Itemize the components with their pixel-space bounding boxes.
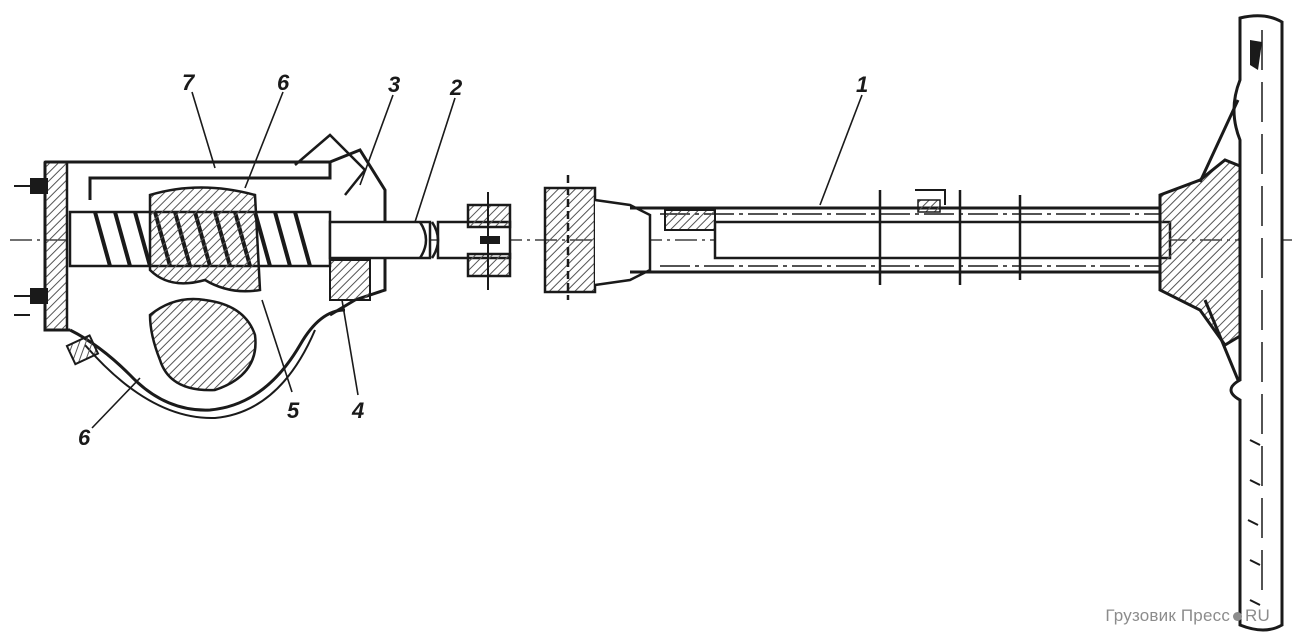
leader-5	[261, 299, 293, 393]
callout-4: 4	[351, 398, 364, 423]
leader-1	[819, 94, 863, 206]
watermark-dot-icon	[1233, 611, 1243, 621]
callout-6-top: 6	[277, 70, 290, 95]
callout-6-bottom: 6	[78, 425, 91, 450]
universal-joint	[543, 175, 652, 300]
callout-7: 7	[182, 70, 196, 95]
leader-6-top	[244, 91, 284, 189]
callout-5: 5	[287, 398, 300, 423]
leader-6-bottom	[91, 377, 141, 429]
leader-lines	[91, 91, 863, 429]
leader-4	[341, 299, 359, 396]
leader-3	[359, 94, 394, 186]
watermark: Грузовик Пресс RU	[1105, 606, 1270, 626]
watermark-tld: RU	[1245, 606, 1270, 625]
gear-sector	[148, 186, 262, 392]
callout-2: 2	[449, 75, 463, 100]
steering-column	[630, 189, 1172, 285]
callout-1: 1	[856, 72, 868, 97]
input-shaft	[328, 220, 512, 260]
shaft-clamp	[466, 192, 512, 290]
leader-2	[414, 97, 456, 223]
leader-7	[191, 91, 216, 169]
callout-3: 3	[388, 72, 400, 97]
steering-wheel	[1158, 14, 1284, 632]
watermark-name: Грузовик Пресс	[1105, 606, 1231, 625]
